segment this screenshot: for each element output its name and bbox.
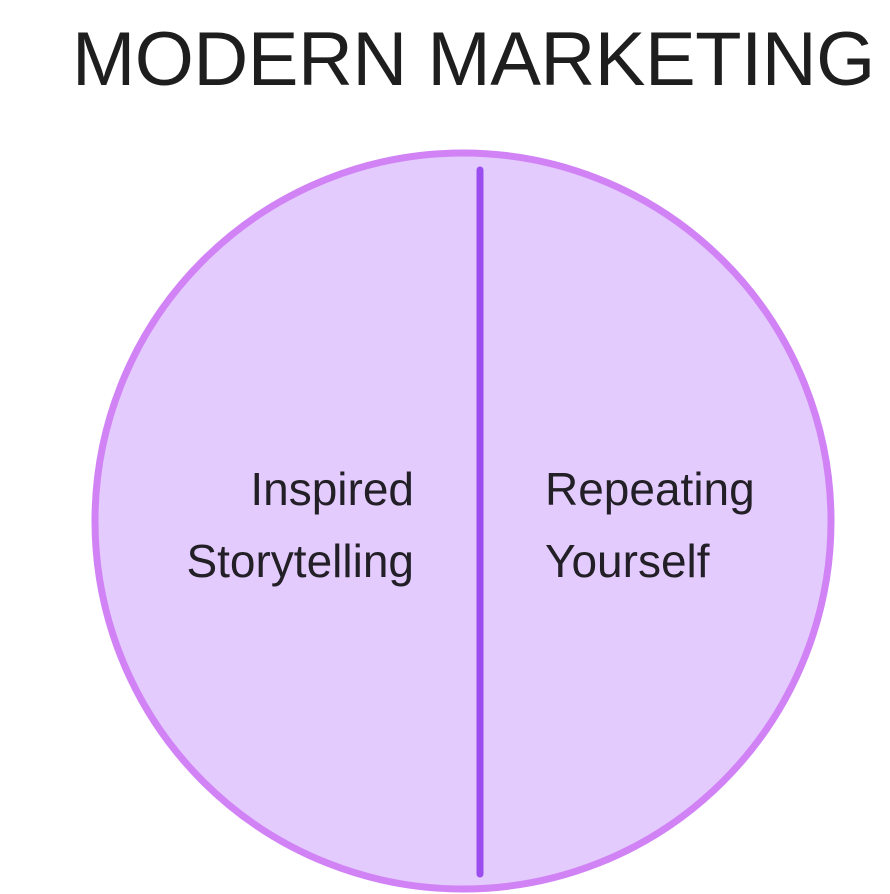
- left-label-line1: Inspired: [250, 463, 414, 515]
- right-label-line1: Repeating: [545, 463, 755, 515]
- left-label-line2: Storytelling: [186, 535, 414, 587]
- right-label-line2: Yourself: [545, 535, 710, 587]
- circle-shape: [91, 149, 835, 893]
- page-title: MODERN MARKETING: [72, 17, 875, 102]
